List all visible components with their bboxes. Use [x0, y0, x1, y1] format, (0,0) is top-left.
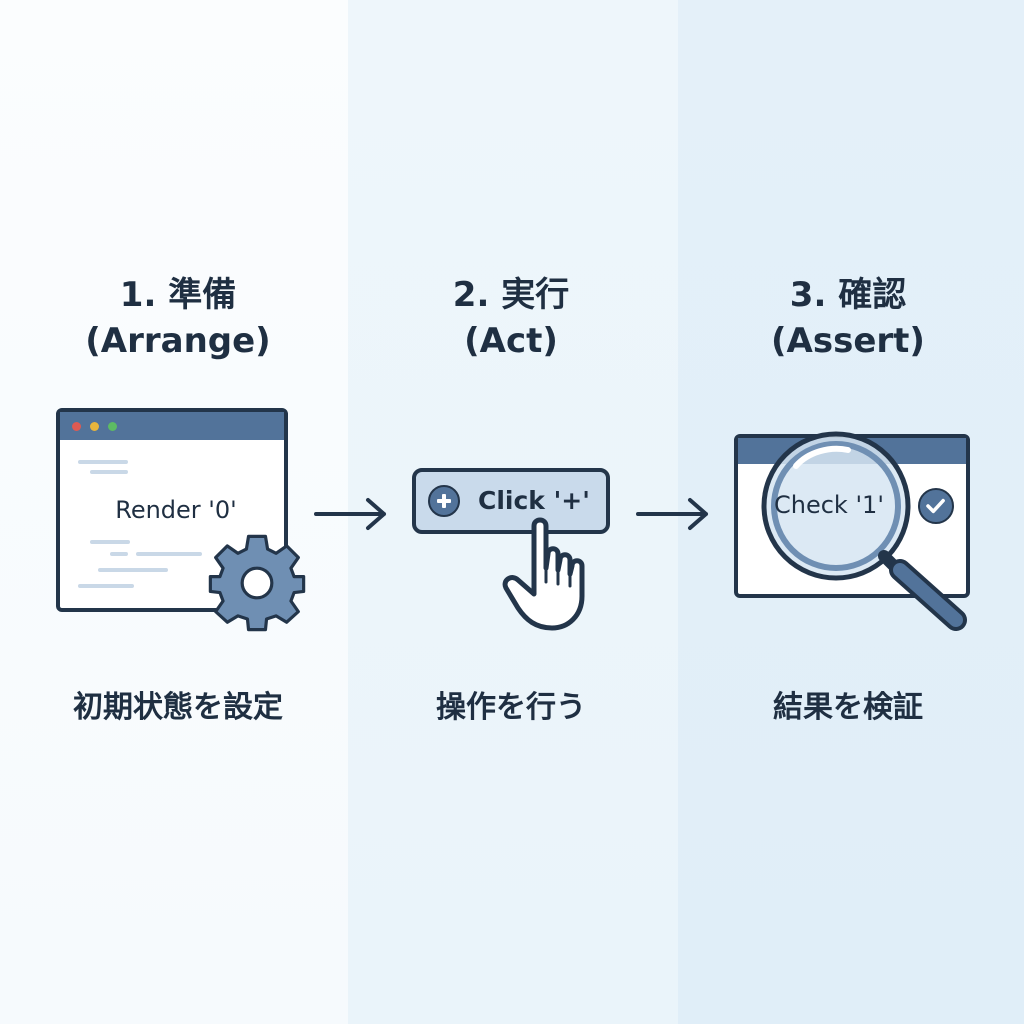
check-label: Check '1'	[774, 491, 884, 519]
step-title-arrange: 1. 準備 (Arrange)	[13, 272, 343, 364]
arrow-right-icon	[636, 498, 708, 530]
code-line	[90, 470, 128, 474]
step-title-act: 2. 実行 (Act)	[346, 272, 676, 364]
render-label: Render '0'	[115, 496, 237, 524]
code-line	[136, 552, 202, 556]
step-title-assert: 3. 確認 (Assert)	[683, 272, 1013, 364]
code-line	[98, 568, 168, 572]
assert-illustration: Check '1'	[734, 431, 970, 640]
arrow-right-icon	[314, 498, 386, 530]
caption-arrange: 初期状態を設定	[73, 690, 283, 725]
window-dot-red	[72, 422, 81, 431]
step-title-line1: 1. 準備	[119, 275, 237, 315]
plus-icon	[428, 485, 460, 517]
pointer-hand-icon	[502, 517, 585, 631]
click-button-label: Click '+'	[478, 486, 590, 515]
browser-title-bar	[60, 412, 284, 440]
window-dot-yellow	[90, 422, 99, 431]
caption-act: 操作を行う	[436, 690, 586, 725]
magnifier-icon	[761, 431, 967, 631]
window-dot-green	[108, 422, 117, 431]
step-title-line1: 2. 実行	[452, 275, 570, 315]
code-line	[78, 460, 128, 464]
code-line	[110, 552, 128, 556]
step-title-line2: (Assert)	[771, 321, 925, 361]
code-line	[78, 584, 134, 588]
caption-assert: 結果を検証	[773, 690, 923, 725]
step-title-line1: 3. 確認	[789, 275, 907, 315]
checkmark-icon	[918, 488, 954, 524]
gear-icon	[208, 534, 306, 632]
arrange-illustration: Render '0'	[56, 408, 312, 638]
step-title-line2: (Act)	[464, 321, 558, 361]
step-title-line2: (Arrange)	[85, 321, 271, 361]
code-line	[90, 540, 130, 544]
click-plus-button[interactable]: Click '+'	[412, 468, 610, 534]
